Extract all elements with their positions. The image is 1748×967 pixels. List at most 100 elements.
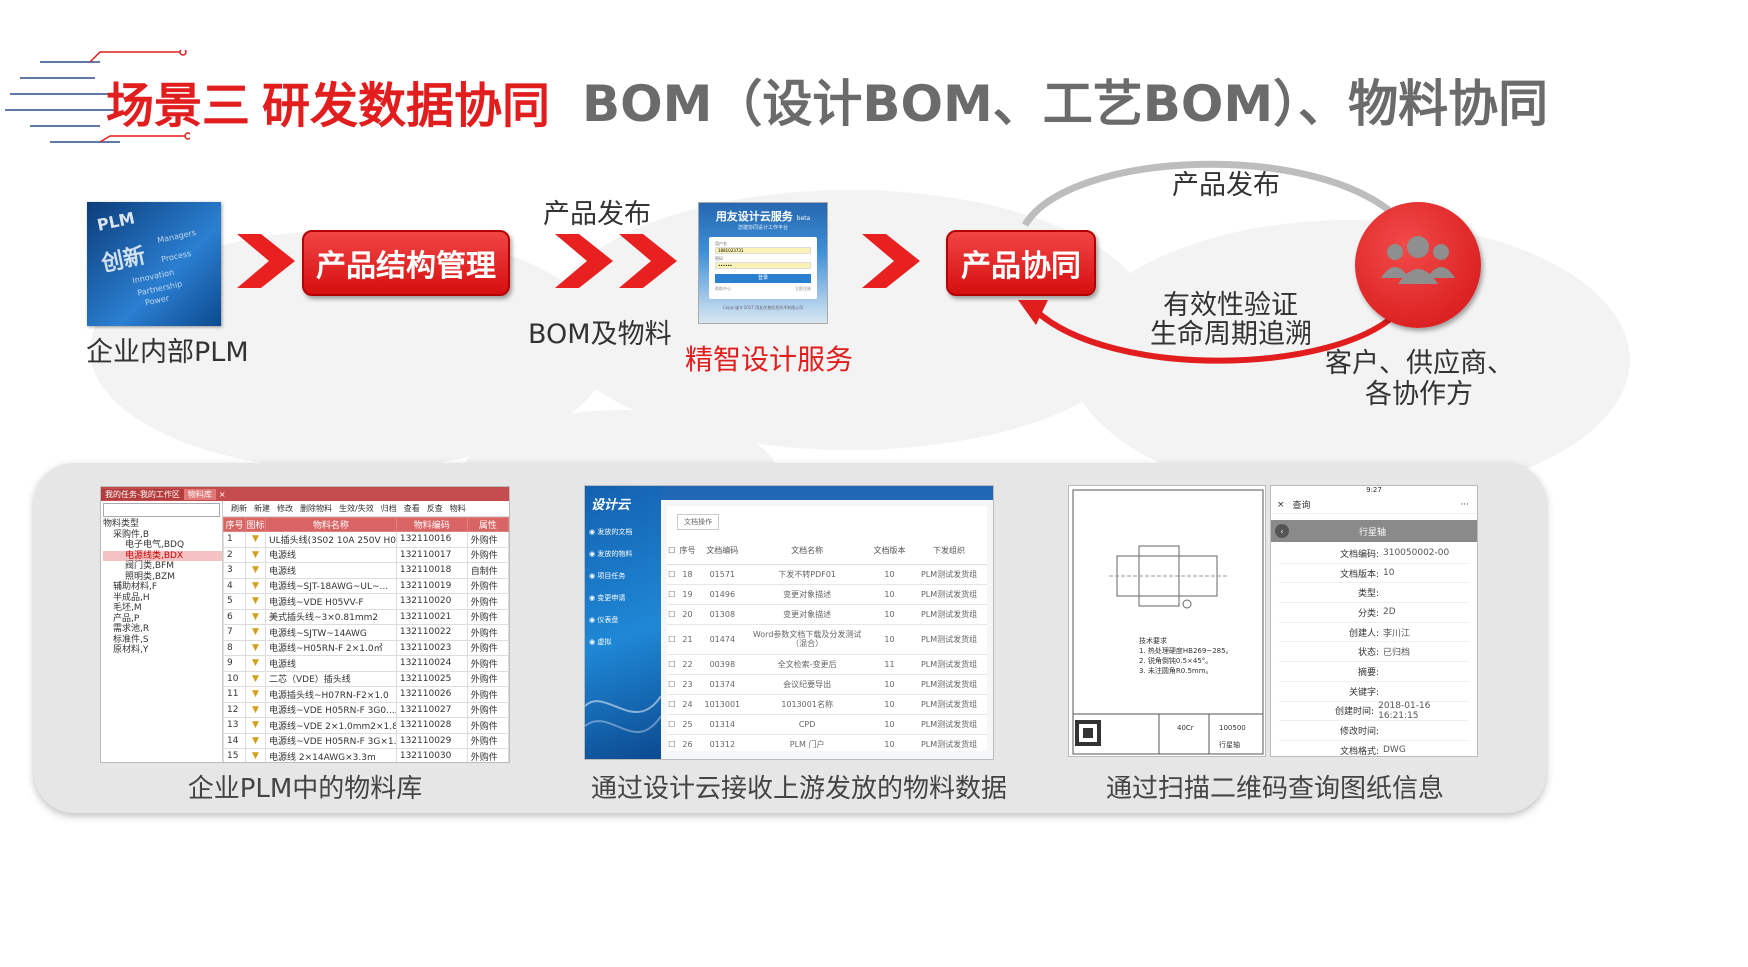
toolbar-button[interactable]: 删除物料 — [300, 504, 332, 513]
toolbar-button[interactable]: 反查 — [426, 504, 443, 513]
column-header[interactable]: 下发组织 — [911, 538, 987, 565]
row-checkbox[interactable]: ☐ — [667, 604, 677, 625]
row-checkbox[interactable]: ☐ — [667, 564, 677, 585]
row-checkbox[interactable]: ☐ — [667, 694, 677, 715]
tree-item[interactable]: 需求池,R — [113, 624, 150, 634]
title-decoration-lines — [5, 50, 190, 143]
toolbar-button[interactable]: 归档 — [380, 504, 397, 513]
tree-item[interactable]: 采购件,B — [113, 529, 150, 540]
tree-item[interactable]: 电子电气,BDQ — [125, 540, 185, 550]
tree-item[interactable]: 原材料,Y — [113, 645, 149, 655]
doc-filter-select[interactable]: 文档操作 — [677, 514, 719, 530]
column-header[interactable]: 序号 — [676, 538, 699, 565]
tree-item[interactable]: 毛坯,M — [113, 603, 142, 613]
tab-my-tasks[interactable]: 我的任务-我的工作区 — [101, 488, 184, 500]
row-checkbox[interactable]: ☐ — [667, 584, 677, 605]
partners-line2: 各协作方 — [1365, 379, 1473, 410]
row-checkbox[interactable]: ☐ — [667, 654, 677, 675]
toolbar-button[interactable]: 刷新 — [231, 504, 247, 513]
tree-search-input[interactable] — [103, 503, 220, 517]
select-all-checkbox[interactable]: ☐ — [667, 538, 677, 565]
tree-item[interactable]: 产品,P — [113, 613, 140, 624]
column-header[interactable]: 物料编码 — [395, 517, 468, 532]
cloud-nav-item[interactable]: ◉ 项目任务 — [585, 565, 661, 587]
cloud-nav-label: 项目任务 — [597, 572, 626, 580]
more-icon[interactable]: ··· — [1460, 499, 1469, 510]
tree-item[interactable]: 物料类型 — [103, 519, 140, 529]
cloud-nav-item[interactable]: ◉ 虚拟 — [585, 631, 661, 653]
table-cell: 电源线~H05RN-F 2×1.0㎡ — [265, 639, 397, 656]
tree-item[interactable]: 电源线类,BDX — [103, 550, 222, 561]
cloud-nav-item[interactable]: ◉ 仪表盘 — [585, 609, 661, 631]
table-cell: 01474 — [698, 624, 747, 655]
table-cell: 132110028 — [395, 717, 468, 734]
cloud-nav-item[interactable]: ◉ 发放的文档 — [585, 521, 661, 543]
close-icon[interactable]: × — [218, 489, 226, 499]
toolbar-button[interactable]: 物料 — [449, 504, 466, 513]
back-icon[interactable]: ‹ — [1275, 524, 1289, 538]
tree-item[interactable]: 阀门类,BFM — [125, 561, 174, 571]
row-checkbox[interactable]: ☐ — [667, 714, 677, 735]
info-row: 创建时间:2018-01-16 16:21:15 — [1279, 701, 1469, 722]
toolbar-button[interactable]: 查看 — [403, 504, 420, 513]
tree-item[interactable]: 辅助材料,F — [113, 582, 158, 592]
table-cell: 26 — [676, 734, 699, 751]
toolbar-button[interactable]: 生效/失效 — [339, 504, 374, 513]
close-icon[interactable]: × — [1277, 499, 1285, 510]
login-button[interactable]: 登录 — [715, 274, 811, 283]
row-checkbox[interactable]: ☐ — [667, 674, 677, 695]
info-key: 文档编码: — [1339, 549, 1379, 560]
column-header[interactable]: 属性 — [466, 517, 509, 532]
row-checkbox[interactable]: ☐ — [667, 624, 677, 655]
table-cell: PLM测试发货组 — [911, 714, 987, 735]
password-field[interactable]: •••••• — [715, 262, 811, 269]
column-header[interactable]: 序号 — [223, 517, 246, 532]
column-header[interactable]: 文档版本 — [867, 538, 912, 565]
row-checkbox[interactable]: ☐ — [667, 734, 677, 751]
tree-item[interactable]: 标准件,S — [113, 634, 149, 645]
username-field[interactable]: 1881023731 — [715, 247, 811, 254]
tab-material-library[interactable]: 物料库 — [183, 488, 216, 500]
tree-item[interactable]: 照明类,BZM — [125, 571, 175, 582]
tree-item[interactable]: 半成品,H — [113, 592, 150, 603]
toolbar-button[interactable]: 修改 — [277, 504, 293, 513]
toolbar-button[interactable]: 新建 — [254, 504, 270, 513]
table-cell: 外购件 — [466, 717, 509, 734]
cloud-nav-item[interactable]: ◉ 变更申请 — [585, 587, 661, 609]
column-header[interactable]: 文档名称 — [746, 538, 868, 565]
register-link[interactable]: 立即注册 — [795, 286, 811, 291]
product-structure-button[interactable]: 产品结构管理 — [302, 230, 510, 296]
column-header[interactable]: 文档编码 — [698, 538, 747, 565]
column-header[interactable]: 图标 — [245, 517, 266, 532]
column-header[interactable]: 物料名称 — [265, 517, 397, 532]
info-row: 文档格式:DWG — [1279, 741, 1469, 756]
product-collab-button[interactable]: 产品协同 — [946, 230, 1096, 296]
help-link[interactable]: 帮助中心 — [715, 286, 731, 291]
cloud-nav-item[interactable]: ◉ 发放的物料 — [585, 543, 661, 565]
